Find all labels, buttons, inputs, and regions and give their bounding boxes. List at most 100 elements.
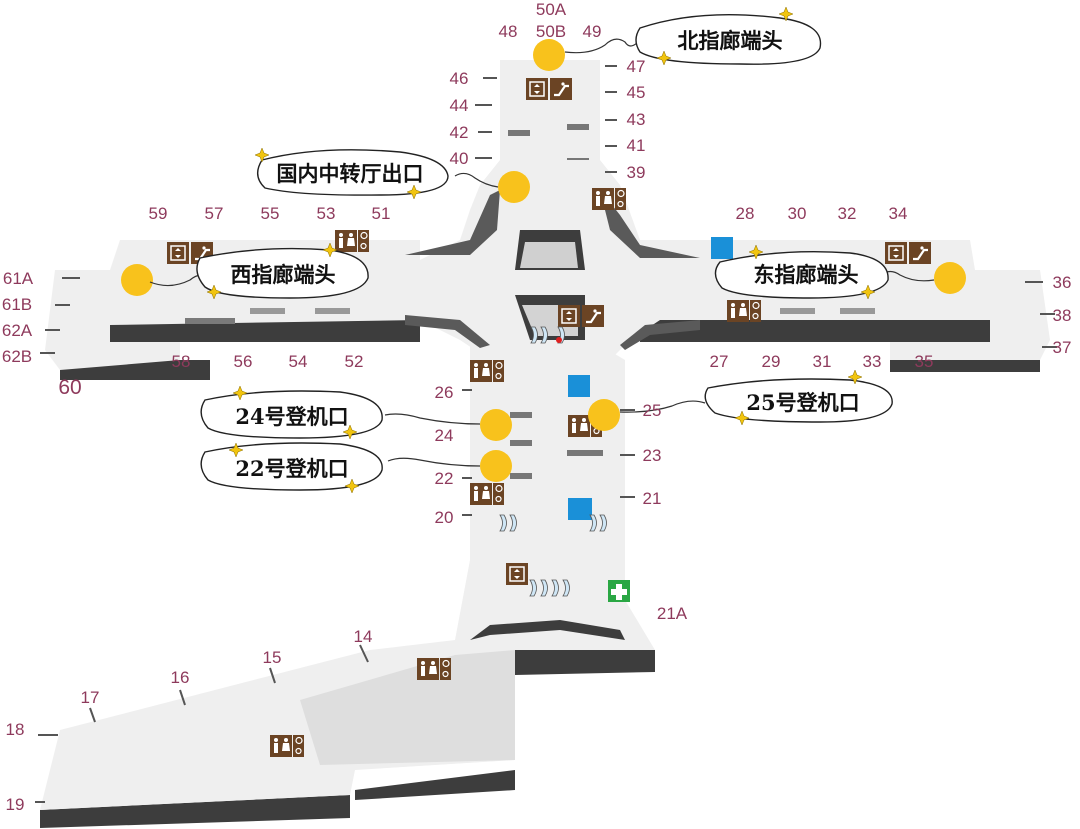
location-marker-west[interactable]	[121, 264, 153, 296]
gate-label-28: 28	[736, 204, 755, 223]
gate-label-44: 44	[450, 96, 469, 115]
callout-gate-25: 25号登机口	[704, 369, 893, 426]
information-icon	[568, 375, 590, 397]
wheelchair-icon	[439, 657, 452, 681]
location-marker-domestic-transfer[interactable]	[498, 171, 530, 203]
gate-label-51: 51	[372, 204, 391, 223]
restroom-icon	[470, 360, 492, 382]
gate-label-34: 34	[889, 204, 908, 223]
location-marker-north[interactable]	[533, 39, 565, 71]
gate-label-35: 35	[915, 352, 934, 371]
gate-label-15: 15	[263, 648, 282, 667]
gate-label-41: 41	[627, 136, 646, 155]
gate-label-45: 45	[627, 83, 646, 102]
elevator-icon	[505, 562, 529, 586]
gate-label-56: 56	[234, 352, 253, 371]
restroom-icon	[568, 415, 590, 437]
facility-icons	[166, 76, 933, 758]
callout-gate-25-label: 25号登机口	[746, 390, 859, 415]
first-aid-cross	[611, 584, 627, 600]
elevator-icon	[557, 304, 581, 328]
gate-label-50B: 50B	[536, 22, 566, 41]
gate-label-54: 54	[289, 352, 308, 371]
callout-domestic-transfer-label: 国内中转厅出口	[277, 161, 424, 186]
wheelchair-icon	[749, 299, 762, 323]
gate-label-24: 24	[435, 426, 454, 445]
gate-label-22: 22	[435, 469, 454, 488]
callout-gate-22-label: 22号登机口	[235, 456, 348, 481]
restroom-icon	[470, 483, 492, 505]
gate-label-39: 39	[627, 163, 646, 182]
gate-label-50A: 50A	[536, 0, 567, 19]
gate-label-40: 40	[450, 149, 469, 168]
gate-label-14: 14	[354, 627, 373, 646]
gate-label-42: 42	[450, 123, 469, 142]
gate-label-16: 16	[171, 668, 190, 687]
gate-label-17: 17	[81, 688, 100, 707]
information-icon	[711, 237, 733, 259]
restroom-icon	[417, 658, 439, 680]
escalator-icon	[548, 76, 574, 102]
location-marker-gate-25[interactable]	[588, 399, 620, 431]
wheelchair-icon	[492, 359, 505, 383]
gate-label-61A: 61A	[3, 269, 34, 288]
callout-west: 西指廊端头	[196, 242, 369, 300]
gate-label-58: 58	[172, 352, 191, 371]
gate-label-18: 18	[6, 720, 25, 739]
wheelchair-icon	[492, 482, 505, 506]
gate-label-30: 30	[788, 204, 807, 223]
location-markers	[121, 39, 966, 482]
restroom-icon	[270, 735, 292, 757]
gate-label-32: 32	[838, 204, 857, 223]
callout-gate-22: 22号登机口	[200, 442, 383, 494]
gate-label-47: 47	[627, 57, 646, 76]
current-location-dot	[556, 337, 562, 343]
wheelchair-icon	[614, 187, 627, 211]
callout-domestic-transfer: 国内中转厅出口	[254, 147, 449, 200]
gate-label-37: 37	[1053, 338, 1072, 357]
callout-north: 北指廊端头	[635, 6, 822, 66]
gate-label-60: 60	[58, 376, 81, 399]
moving-walkway-icon	[568, 498, 592, 520]
gate-label-21A: 21A	[657, 604, 688, 623]
gate-label-36: 36	[1053, 273, 1072, 292]
gate-label-53: 53	[317, 204, 336, 223]
gate-label-62A: 62A	[2, 321, 33, 340]
elevator-icon	[166, 241, 190, 265]
gate-label-43: 43	[627, 110, 646, 129]
gate-label-27: 27	[710, 352, 729, 371]
gate-labels: 48 50A 50B 49 47 46 45 44 43 42 41 40 39…	[2, 0, 1072, 814]
location-marker-gate-24[interactable]	[480, 409, 512, 441]
wheelchair-icon	[292, 734, 305, 758]
gate-label-20: 20	[435, 508, 454, 527]
gate-markers	[35, 65, 1057, 803]
wheelchair-icon	[357, 229, 370, 253]
gate-label-62B: 62B	[2, 347, 32, 366]
location-marker-gate-22[interactable]	[480, 450, 512, 482]
callout-east-label: 东指廊端头	[754, 262, 859, 287]
callout-north-label: 北指廊端头	[678, 28, 783, 53]
gate-label-52: 52	[345, 352, 364, 371]
restroom-icon	[335, 230, 357, 252]
gate-label-61B: 61B	[2, 295, 32, 314]
callout-west-label: 西指廊端头	[231, 262, 336, 287]
gate-label-49: 49	[583, 22, 602, 41]
gate-label-48: 48	[499, 22, 518, 41]
gate-label-25: 25	[643, 401, 662, 420]
gate-label-59: 59	[149, 204, 168, 223]
gate-label-38: 38	[1053, 306, 1072, 325]
gate-label-26: 26	[435, 383, 454, 402]
gate-label-33: 33	[863, 352, 882, 371]
gate-label-46: 46	[450, 69, 469, 88]
escalator-icon	[907, 240, 933, 266]
callout-gate-24: 24号登机口	[200, 385, 383, 440]
gate-label-31: 31	[813, 352, 832, 371]
escalator-icon	[580, 303, 606, 329]
restroom-icon	[592, 188, 614, 210]
gate-label-29: 29	[762, 352, 781, 371]
callout-east: 东指廊端头	[714, 244, 889, 300]
gate-label-19: 19	[6, 795, 25, 814]
elevator-icon	[525, 77, 549, 101]
location-marker-east[interactable]	[934, 262, 966, 294]
